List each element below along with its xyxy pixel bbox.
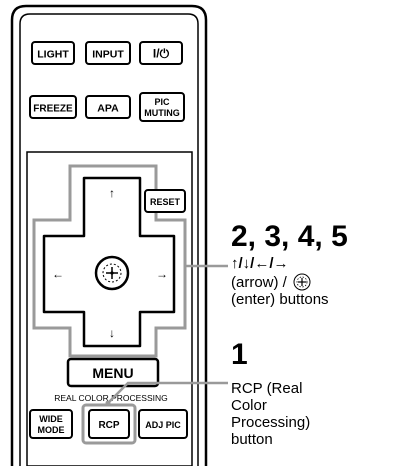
callout-arrow-text-row: (arrow) / [231,273,311,291]
callout-enter-text: (enter) buttons [231,291,329,308]
svg-text:MUTING: MUTING [144,108,180,118]
svg-text:ADJ PIC: ADJ PIC [145,420,181,430]
dpad-highlight-frame [32,164,187,358]
arrow-right-icon: → [156,267,168,281]
arrow-down-icon: ↓ [109,326,115,340]
leader-dot-rcp [105,400,111,406]
remote-body-inner-outline [19,13,199,466]
enter-icon [293,273,311,291]
callout-rcp-line2: Color [231,397,267,414]
enter-button[interactable] [94,255,130,291]
real-color-processing-label: REAL COLOR PROCESSING [54,393,168,403]
leader-line-rcp [107,381,228,404]
input-button[interactable]: INPUT [85,41,131,65]
power-button[interactable]: I/⏻ [139,41,183,65]
callout-step-number-rcp: 1 [231,338,248,371]
svg-text:RCP: RCP [98,420,119,431]
svg-text:I/⏻: I/⏻ [153,47,170,61]
adj-pic-button[interactable]: ADJ PIC [138,409,188,439]
callout-rcp-line4: button [231,431,273,448]
svg-text:APA: APA [97,103,119,115]
up-arrow-button[interactable]: ↑ [109,186,115,200]
svg-text:LIGHT: LIGHT [37,49,69,61]
pic-muting-button[interactable]: PIC MUTING [139,92,185,122]
down-arrow-button[interactable]: ↓ [109,326,115,340]
callout-step-numbers-dpad: 2, 3, 4, 5 [231,220,348,253]
svg-text:RESET: RESET [150,197,181,207]
menu-button[interactable]: MENU [66,357,160,388]
rcp-button[interactable]: RCP [88,409,130,439]
svg-text:FREEZE: FREEZE [33,104,73,115]
enter-icon [102,263,122,283]
arrow-up-icon: ↑ [109,186,115,200]
arrow-left-icon: ← [52,267,64,281]
left-arrow-button[interactable]: ← [52,267,64,281]
svg-text:WIDE: WIDE [39,414,63,424]
freeze-button[interactable]: FREEZE [29,95,77,119]
callout-arrow-glyphs: ↑/↓/←/→ [231,255,289,272]
svg-text:MODE: MODE [38,425,65,435]
callout-arrow-text: (arrow) / [231,274,287,291]
light-button[interactable]: LIGHT [31,41,75,65]
callout-rcp-line3: Processing) [231,414,311,431]
wide-mode-button[interactable]: WIDE MODE [29,409,73,439]
remote-body-outline [10,4,208,466]
remote-inner-panel [26,151,193,466]
right-arrow-button[interactable]: → [156,267,168,281]
svg-text:PIC: PIC [154,97,170,107]
reset-button[interactable]: RESET [144,189,186,213]
svg-text:INPUT: INPUT [92,49,124,61]
apa-button[interactable]: APA [85,95,131,119]
callout-rcp-line1: RCP (Real [231,380,303,397]
svg-text:MENU: MENU [92,365,133,381]
